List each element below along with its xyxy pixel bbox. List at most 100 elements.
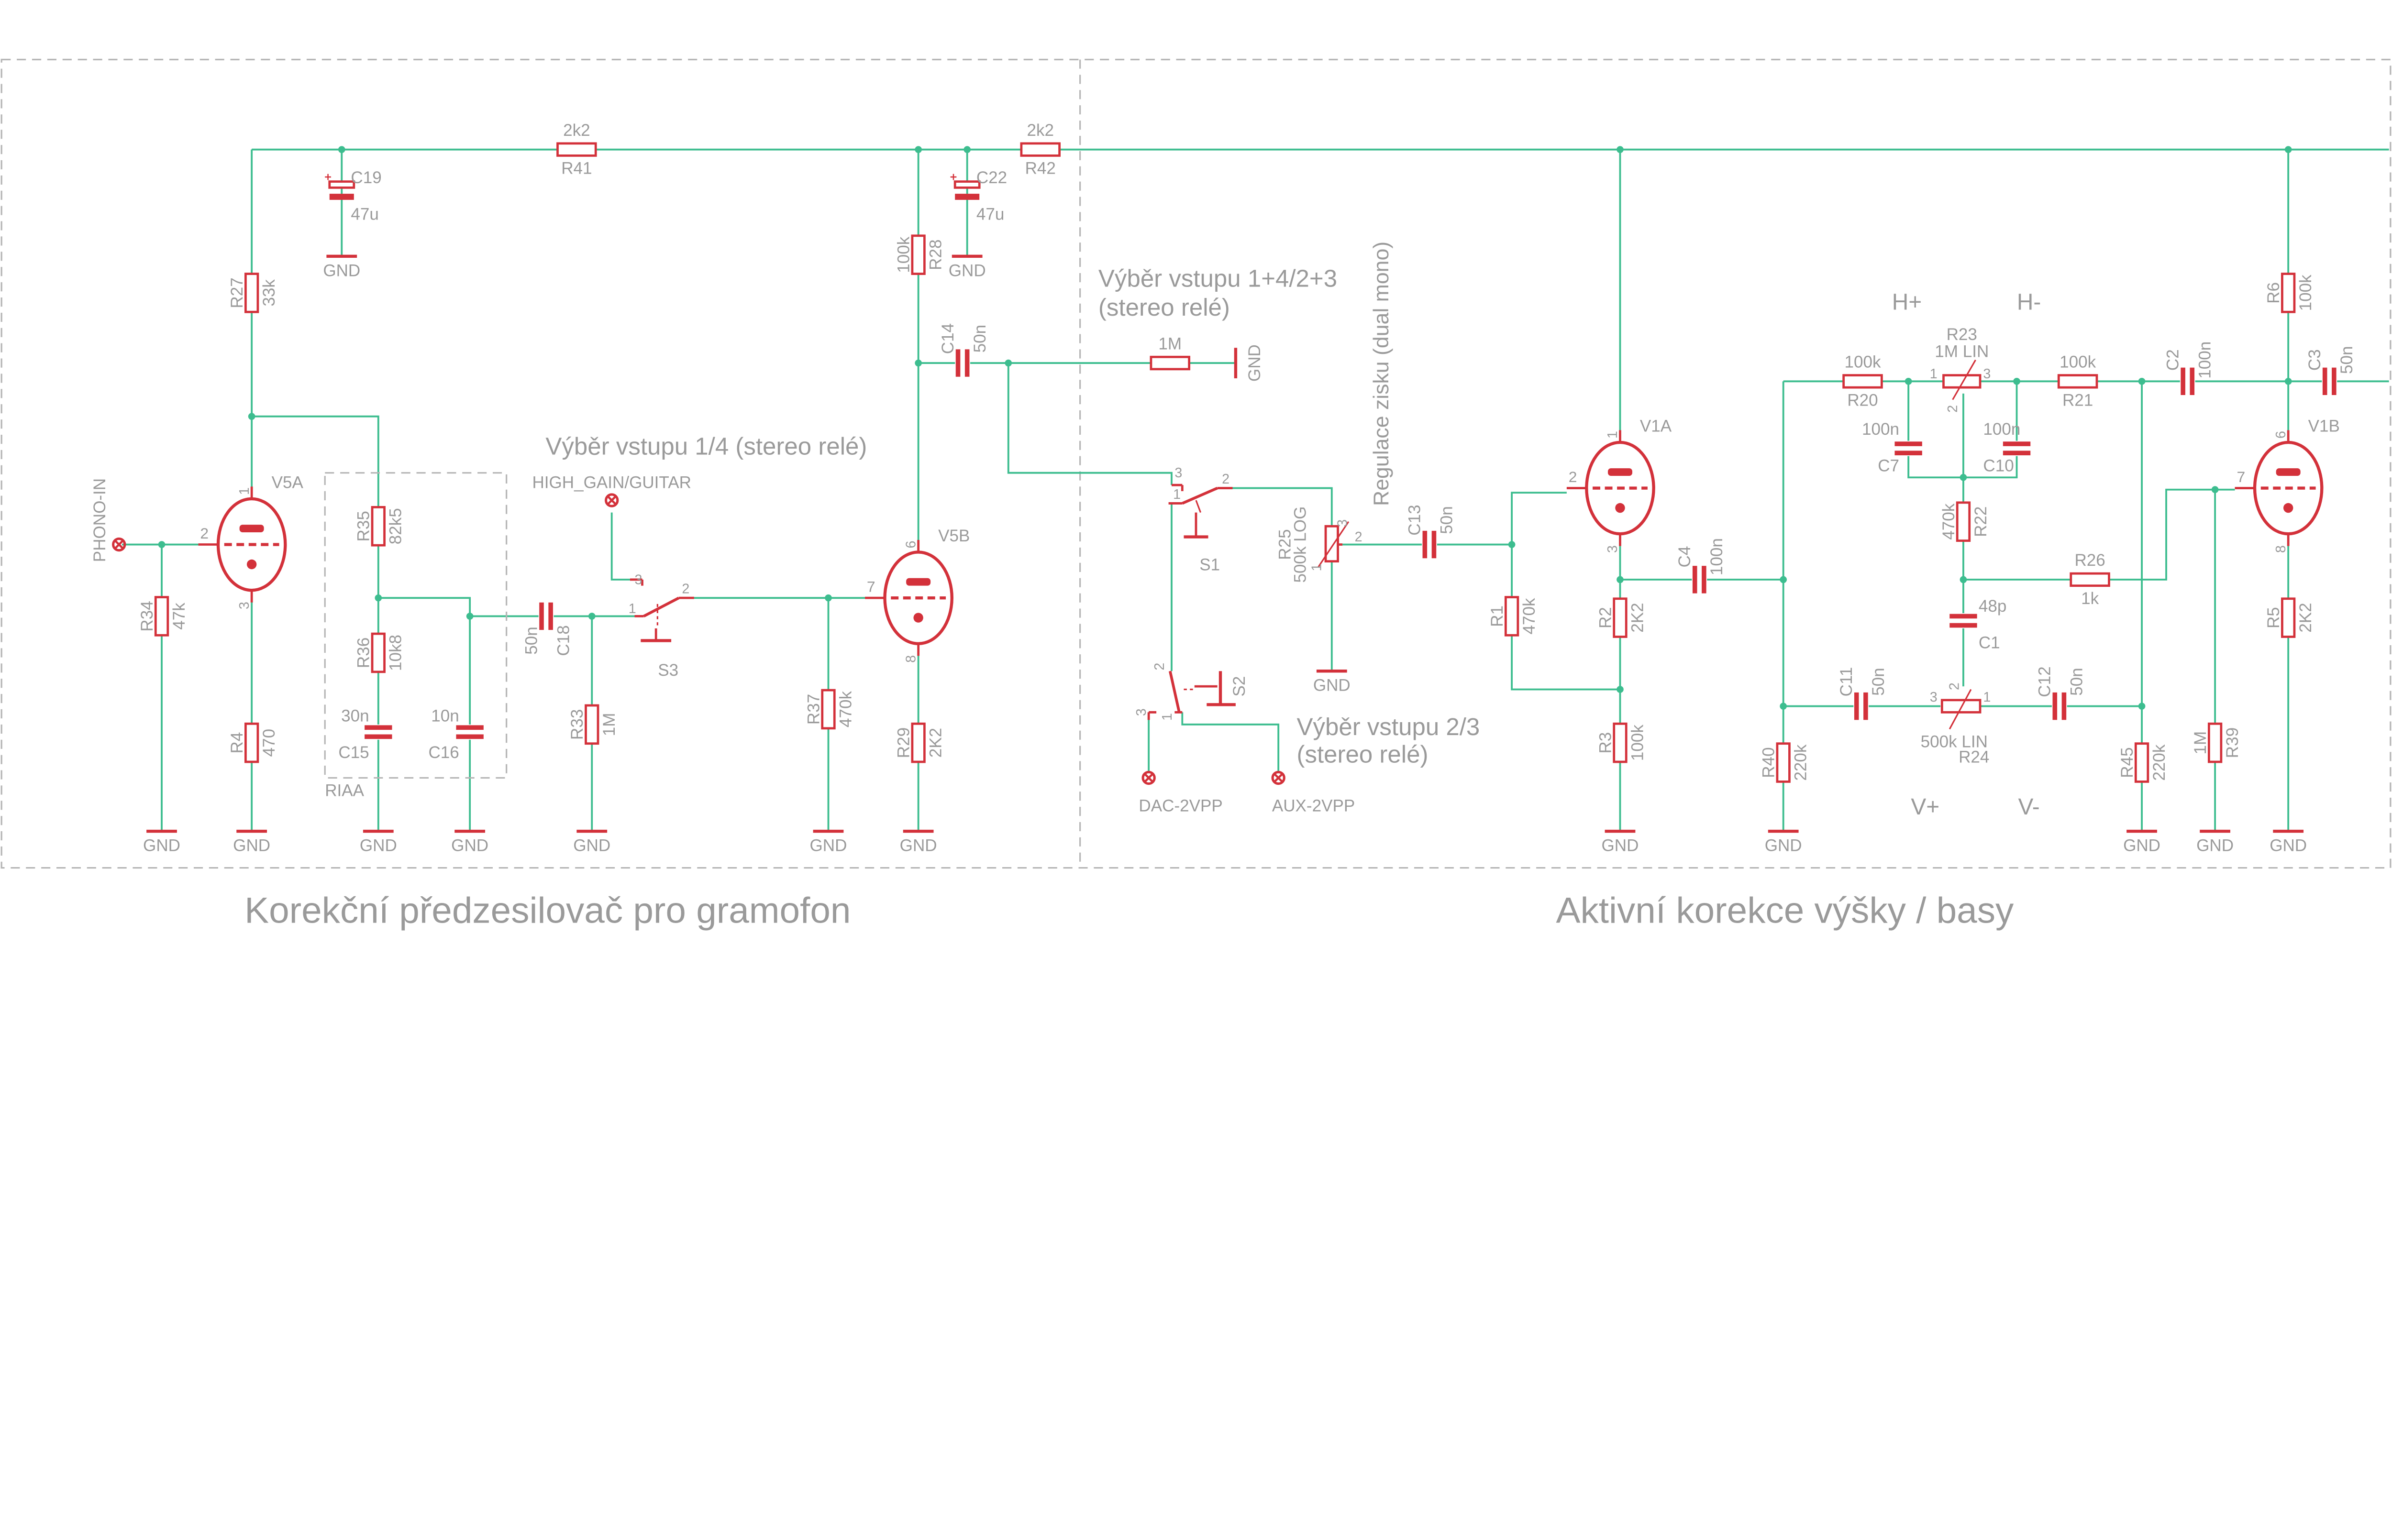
junction-dot — [915, 146, 922, 153]
junction-dot — [466, 613, 474, 620]
capacitor-C10-ref: C10 — [1983, 456, 2014, 475]
label: 2 — [1152, 663, 1167, 671]
resistor-R22-value: 470k — [1939, 503, 1958, 540]
capacitor-C19-value: 47u — [351, 205, 379, 223]
wire — [1963, 488, 2235, 581]
resistor-R26-value: 1k — [2081, 589, 2099, 608]
capacitor-C22-value: 47u — [976, 205, 1005, 223]
resistor-R2 — [1613, 597, 1628, 638]
capacitor-C12-value: 50n — [2068, 668, 2086, 696]
junction-dot — [963, 146, 971, 153]
resistor-R28-value: 100k — [895, 236, 913, 273]
resistor-R21 — [2057, 374, 2098, 389]
connector-high-gain-label: HIGH_GAIN/GUITAR — [532, 473, 691, 492]
junction-dot — [915, 359, 922, 367]
capacitor-C19-ref: C19 — [351, 168, 381, 187]
tube-cathode — [246, 559, 257, 570]
note-input-select-2-3-sub: (stereo relé) — [1296, 741, 1428, 768]
junction-dot — [1005, 359, 1012, 367]
label-bass-plus: V+ — [1911, 794, 1939, 820]
resistor-R6-ref: R6 — [2264, 282, 2283, 304]
resistor-R4-value: 470 — [260, 729, 278, 757]
note-input-select-2-3: Výběr vstupu 2/3 — [1296, 713, 1480, 740]
connector-phono-label: PHONO-IN — [90, 478, 109, 562]
resistor-R40-value: 220k — [1792, 744, 1810, 781]
capacitor-C13-ref: C13 — [1406, 505, 1424, 535]
resistor-R29-ref: R29 — [895, 727, 913, 758]
capacitor-C4-value: 100n — [1707, 538, 1726, 575]
resistor-R45-ref: R45 — [2118, 747, 2137, 778]
potentiometer-R23-value: 1M LIN — [1935, 342, 1989, 361]
resistor-R41-value: 2k2 — [563, 121, 590, 140]
wire — [1232, 487, 1333, 527]
label: 3 — [1983, 366, 1991, 382]
connector-aux-icon — [1271, 770, 1285, 785]
capacitor-C22-plate — [955, 194, 980, 200]
tube-V5A-ref: V5A — [272, 473, 304, 492]
tube-cathode — [913, 613, 923, 623]
junction-dot — [338, 146, 345, 153]
resistor-R29-value: 2K2 — [926, 728, 945, 758]
resistor-R28-ref: R28 — [926, 240, 945, 270]
gnd-label: GND — [2270, 836, 2307, 855]
potentiometer-R23-ref: R23 — [1947, 325, 1977, 344]
tube-pin-number: 8 — [903, 655, 919, 663]
capacitor-C1-ref: C1 — [1979, 633, 2000, 652]
resistor-R21-ref: R21 — [2062, 391, 2093, 409]
switch-s1-actuator — [1195, 500, 1202, 513]
tube-pin-number: 8 — [2273, 545, 2289, 553]
junction-dot — [1905, 378, 1912, 385]
resistor-R6 — [2281, 273, 2296, 313]
resistor-R2-ref: R2 — [1596, 607, 1615, 628]
resistor-R39 — [2207, 722, 2223, 763]
tube-pin-number: 6 — [2273, 431, 2289, 439]
junction-dot — [1617, 686, 1624, 693]
capacitor-C19-plate — [329, 194, 354, 200]
tube-anode — [1607, 468, 1632, 476]
tube-pin-number: 1 — [237, 487, 252, 495]
resistor-R1 — [1504, 596, 1519, 637]
connector-dac-icon — [1141, 770, 1156, 785]
label: 2 — [1945, 405, 1960, 413]
note-gain-control: Regulace zisku (dual mono) — [1370, 242, 1393, 506]
connector-x — [606, 495, 617, 506]
resistor-R5 — [2281, 597, 2296, 638]
resistor-R33 — [585, 704, 599, 745]
resistor-R3-value: 100k — [1628, 725, 1647, 761]
tube-pin-number: 1 — [1605, 431, 1620, 439]
gnd-label: GND — [1602, 836, 1639, 855]
resistor-R5-value: 2K2 — [2296, 603, 2315, 632]
tube-pin-number: 3 — [1605, 545, 1620, 553]
gnd-label: GND — [2123, 836, 2160, 855]
potentiometer-arrow — [1952, 359, 1976, 400]
resistor-R36 — [371, 632, 386, 673]
capacitor-C18-ref: C18 — [554, 625, 573, 656]
label: 2 — [1355, 529, 1362, 545]
resistor-R36-value: 10k8 — [387, 635, 405, 671]
tube-pin-number: 7 — [867, 578, 875, 595]
note-input-select-1423: Výběr vstupu 1+4/2+3 — [1098, 265, 1337, 292]
label: 2 — [682, 582, 689, 597]
capacitor-C3-value: 50n — [2337, 346, 2356, 374]
resistor-R1-value: 470k — [1520, 598, 1539, 635]
resistor-R34 — [154, 596, 169, 637]
connector-x — [113, 539, 124, 550]
connector-aux-label: AUX-2VPP — [1272, 797, 1355, 815]
wire — [1511, 492, 1567, 545]
resistor-R33-value: 1M — [600, 713, 619, 736]
capacitor-C10-value: 100n — [1983, 420, 2020, 439]
note-input-select-1423-sub: (stereo relé) — [1098, 294, 1230, 321]
connector-dac-label: DAC-2VPP — [1139, 797, 1222, 815]
connector-x — [1143, 772, 1154, 783]
capacitor-C12-ref: C12 — [2036, 666, 2054, 697]
section-title-left: Korekční předzesilovač pro gramofon — [244, 890, 851, 931]
junction-dot — [2138, 378, 2146, 385]
resistor-R42 — [1020, 142, 1061, 157]
capacitor-C1-value: 48p — [1979, 597, 2007, 616]
resistor-R4-ref: R4 — [228, 732, 246, 754]
junction-dot — [2138, 703, 2146, 710]
note-input-select-1-4: Výběr vstupu 1/4 (stereo relé) — [545, 432, 867, 460]
gnd-label: GND — [1245, 344, 1264, 382]
wire — [252, 415, 379, 832]
label: 1 — [629, 601, 636, 616]
